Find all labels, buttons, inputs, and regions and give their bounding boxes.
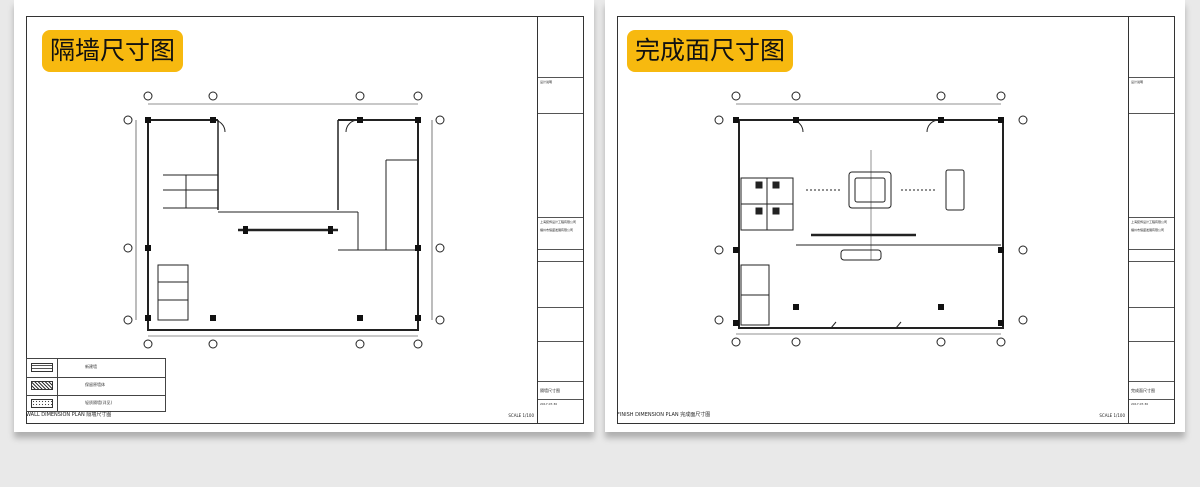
sheet-badge: 完成面尺寸图 <box>627 30 794 72</box>
footer-plan-title: WALL DIMENSION PLAN 隔墙尺寸图 <box>26 412 112 418</box>
drawing-sheet-finish-dimension: 设计说明 上海装饰设计工程有限公司 福州市恒盛发展有限公司 完成面尺寸图 201… <box>605 0 1185 432</box>
grid-markers-top <box>123 91 445 349</box>
legend-row: 保留原墙体 <box>27 377 165 396</box>
tb-drawing-name: 隔墙尺寸图 <box>540 388 560 393</box>
tb-note: 设计说明 <box>1131 80 1144 84</box>
tb-drawing-name: 完成面尺寸图 <box>1131 388 1155 393</box>
legend-label: 轻质隔墙(详见) <box>85 400 113 405</box>
legend-row: 新建墙 <box>27 359 165 378</box>
brick-pattern-icon <box>31 363 53 372</box>
footer-scale: SCALE 1/100 <box>508 413 534 418</box>
floor-plan-drawing <box>123 91 445 349</box>
tb-date: 2017.07.30 <box>1131 402 1149 406</box>
footer-plan-title: FINISH DIMENSION PLAN 完成面尺寸图 <box>617 412 711 418</box>
tb-company: 上海装饰设计工程有限公司 <box>1131 220 1168 224</box>
drawing-sheet-wall-dimension: 设计说明 上海装饰设计工程有限公司 福州市恒盛发展有限公司 隔墙尺寸图 2017… <box>14 0 594 432</box>
grid-markers <box>714 91 1028 347</box>
dots-pattern-icon <box>31 399 53 408</box>
tb-client: 福州市恒盛发展有限公司 <box>540 228 574 232</box>
floor-plan-drawing <box>714 91 1028 347</box>
title-block: 设计说明 上海装饰设计工程有限公司 福州市恒盛发展有限公司 完成面尺寸图 201… <box>1128 17 1174 423</box>
footer-scale: SCALE 1/100 <box>1099 413 1125 418</box>
title-block: 设计说明 上海装饰设计工程有限公司 福州市恒盛发展有限公司 隔墙尺寸图 2017… <box>537 17 583 423</box>
drawing-frame: 设计说明 上海装饰设计工程有限公司 福州市恒盛发展有限公司 隔墙尺寸图 2017… <box>26 16 584 424</box>
drawing-frame: 设计说明 上海装饰设计工程有限公司 福州市恒盛发展有限公司 完成面尺寸图 201… <box>617 16 1175 424</box>
legend-label: 新建墙 <box>85 364 97 369</box>
legend-row: 轻质隔墙(详见) <box>27 395 165 413</box>
tb-note: 设计说明 <box>540 80 553 84</box>
tb-date: 2017.07.30 <box>540 402 558 406</box>
legend-label: 保留原墙体 <box>85 382 105 387</box>
legend-table: 新建墙 保留原墙体 轻质隔墙(详见) <box>26 358 166 412</box>
hatch-pattern-icon <box>31 381 53 390</box>
tb-client: 福州市恒盛发展有限公司 <box>1131 228 1165 232</box>
sheet-badge: 隔墙尺寸图 <box>42 30 184 72</box>
tb-company: 上海装饰设计工程有限公司 <box>540 220 577 224</box>
